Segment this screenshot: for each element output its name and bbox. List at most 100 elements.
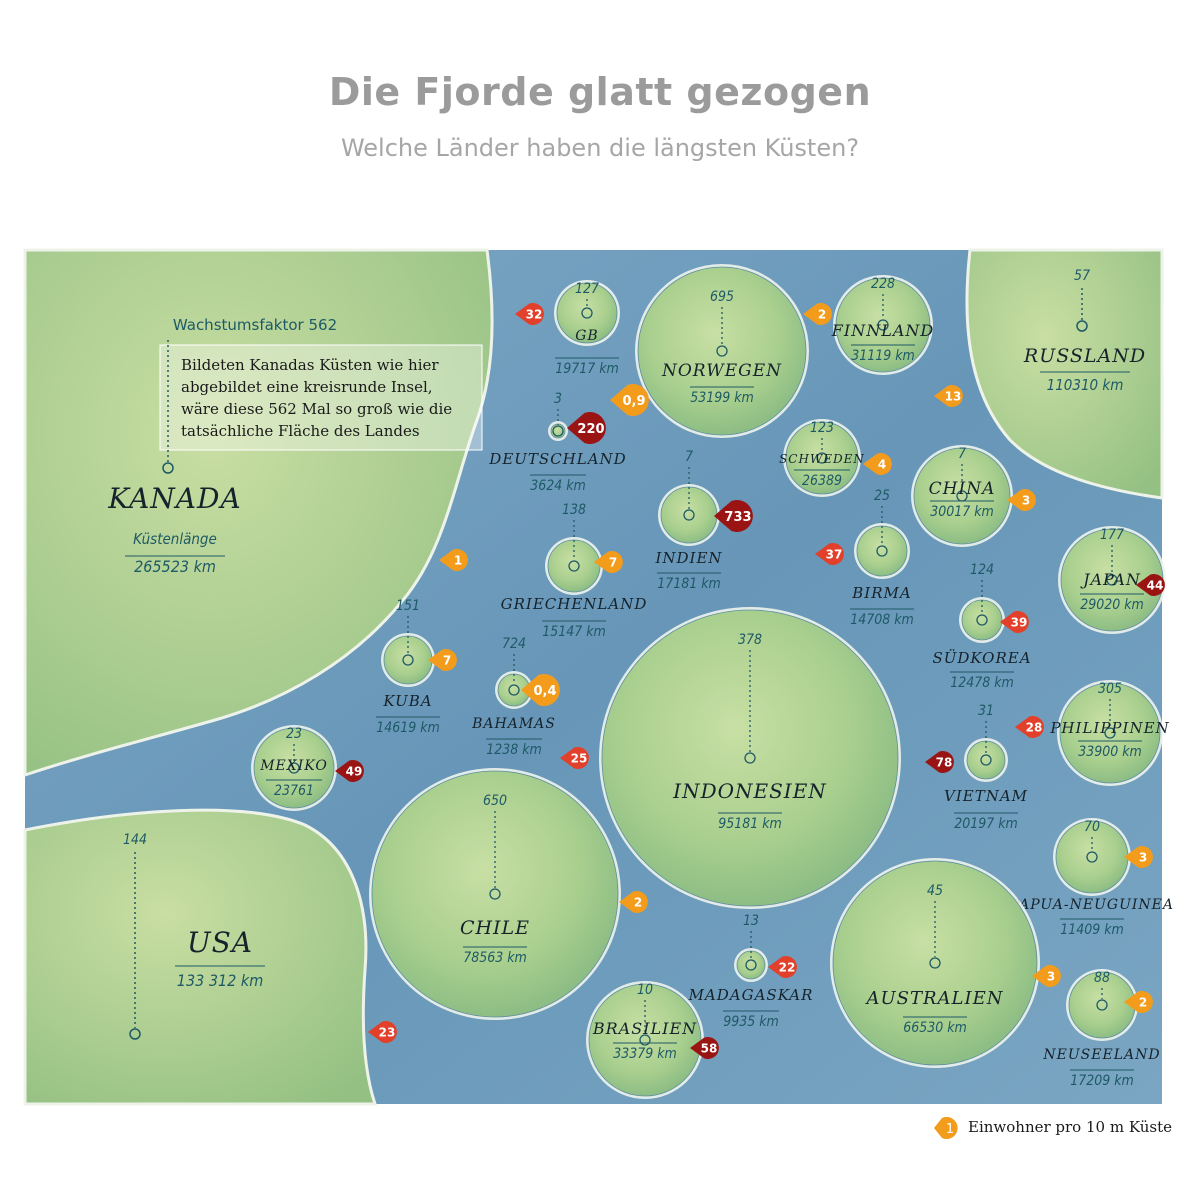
svg-text:32: 32	[526, 308, 543, 322]
length-bahamas: 1238 km	[486, 742, 542, 758]
center-marker-deutschland	[552, 425, 564, 437]
svg-text:2: 2	[634, 896, 642, 910]
factor-schweden: 123	[810, 420, 834, 436]
length-neuseeland: 17209 km	[1070, 1073, 1134, 1089]
name-kuba: KUBA	[382, 692, 432, 710]
density-badge-russland: 13	[934, 385, 963, 407]
usa-name: USA	[187, 926, 253, 959]
length-kuba: 14619 km	[376, 720, 440, 736]
russland-length: 110310 km	[1047, 376, 1124, 394]
factor-vietnam: 31	[978, 703, 994, 719]
svg-text:3: 3	[1139, 851, 1147, 865]
svg-text:3: 3	[1047, 970, 1055, 984]
usa-factor: 144	[123, 832, 147, 848]
svg-text:220: 220	[577, 422, 604, 437]
center-marker-neuseeland	[1096, 999, 1108, 1011]
factor-mexiko: 23	[286, 726, 302, 742]
length-deutschland: 3624 km	[530, 478, 586, 494]
length-australien: 66530 km	[903, 1020, 967, 1036]
page-title: Die Fjorde glatt gezogen	[328, 70, 872, 114]
factor-neuseeland: 88	[1094, 970, 1110, 986]
svg-text:1: 1	[454, 554, 462, 568]
kanada-center-marker	[162, 462, 174, 474]
name-mexiko: MEXIKO	[259, 758, 328, 774]
kanada-note-line-3: wäre diese 562 Mal so groß wie die	[181, 400, 452, 418]
factor-norwegen: 695	[710, 289, 734, 305]
center-marker-birma	[876, 545, 888, 557]
factor-gb: 127	[575, 281, 599, 297]
svg-text:58: 58	[701, 1042, 718, 1056]
center-marker-griechenland	[568, 560, 580, 572]
length-südkorea: 12478 km	[950, 675, 1014, 691]
factor-papua-neuguinea: 70	[1084, 819, 1100, 835]
length-birma: 14708 km	[850, 612, 914, 628]
density-badge-china: 3	[1007, 489, 1036, 511]
length-japan: 29020 km	[1080, 597, 1144, 613]
factor-südkorea: 124	[970, 562, 994, 578]
center-marker-japan	[1106, 574, 1118, 586]
svg-text:7: 7	[609, 556, 617, 570]
name-indonesien: INDONESIEN	[672, 779, 827, 803]
length-chile: 78563 km	[463, 950, 527, 966]
kanada-name: KANADA	[107, 482, 241, 515]
center-marker-mexiko	[288, 762, 300, 774]
name-chile: CHILE	[460, 917, 530, 939]
center-marker-chile	[489, 888, 501, 900]
svg-text:78: 78	[936, 756, 953, 770]
factor-griechenland: 138	[562, 502, 586, 518]
length-mexiko: 23761	[274, 783, 314, 799]
name-schweden: SCHWEDEN	[779, 452, 865, 466]
factor-brasilien: 10	[637, 982, 653, 998]
length-griechenland: 15147 km	[542, 624, 606, 640]
svg-text:49: 49	[346, 765, 363, 779]
density-badge-schweden: 4	[863, 453, 892, 475]
name-birma: BIRMA	[851, 584, 911, 602]
svg-text:733: 733	[724, 510, 751, 525]
name-griechenland: GRIECHENLAND	[501, 595, 648, 613]
density-badge-brasilien: 58	[690, 1037, 719, 1059]
length-indonesien: 95181 km	[718, 816, 782, 832]
name-madagaskar: MADAGASKAR	[688, 986, 814, 1004]
density-badge-birma: 37	[815, 543, 844, 565]
density-badge-usa: 23	[368, 1021, 397, 1043]
name-australien: AUSTRALIEN	[864, 988, 1003, 1009]
density-badge-australien: 3	[1032, 965, 1061, 987]
name-neuseeland: NEUSEELAND	[1042, 1047, 1160, 1063]
land-kanada	[23, 248, 494, 778]
svg-text:0,9: 0,9	[622, 394, 645, 409]
svg-text:2: 2	[1139, 996, 1147, 1010]
kanada-note-line-4: tatsächliche Fläche des Landes	[181, 422, 420, 440]
density-badge-madagaskar: 22	[768, 956, 797, 978]
name-brasilien: BRASILIEN	[592, 1019, 697, 1038]
factor-indien: 7	[685, 449, 693, 465]
center-marker-kuba	[402, 654, 414, 666]
center-marker-philippinen	[1104, 727, 1116, 739]
factor-philippinen: 305	[1098, 681, 1122, 697]
kanada-note-line-2: abgebildet eine kreisrunde Insel,	[181, 378, 433, 396]
length-china: 30017 km	[930, 504, 994, 520]
name-bahamas: BAHAMAS	[471, 716, 556, 732]
density-badge-gb: 32	[515, 303, 544, 325]
kanada-length-label: Küstenlänge	[133, 530, 217, 548]
density-badge-kuba: 7	[428, 649, 457, 671]
name-gb: GB	[575, 328, 598, 344]
kanada-note-box	[159, 344, 483, 451]
center-marker-papua-neuguinea	[1086, 851, 1098, 863]
length-brasilien: 33379 km	[613, 1046, 677, 1062]
center-marker-südkorea	[976, 614, 988, 626]
kanada-note-line-1: Bildeten Kanadas Küsten wie hier	[181, 356, 439, 374]
center-marker-vietnam	[980, 754, 992, 766]
length-norwegen: 53199 km	[690, 390, 754, 406]
name-norwegen: NORWEGEN	[661, 361, 782, 381]
